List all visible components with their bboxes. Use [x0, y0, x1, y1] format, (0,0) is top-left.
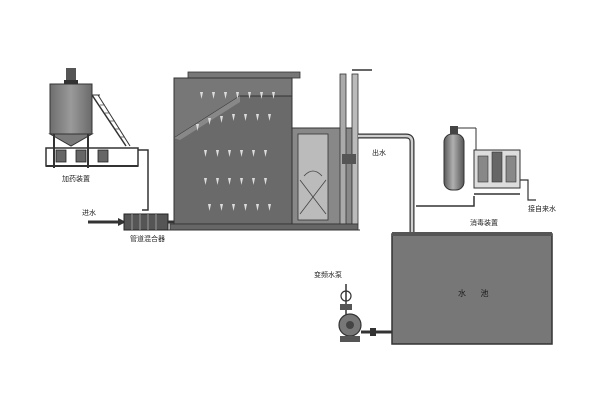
outlet-water-label: 出水 — [372, 149, 386, 157]
pipe-mixer — [88, 213, 178, 231]
dosing-pump-icon — [55, 149, 67, 163]
outlet-pipe — [358, 133, 415, 232]
dosing-device — [45, 68, 149, 211]
mixer-body — [123, 213, 169, 231]
dosing-pump-icon — [75, 149, 87, 163]
clear-water-tank — [391, 233, 553, 345]
dosing-tank — [49, 83, 93, 135]
integrated-treatment-unit — [168, 69, 372, 231]
valve-icon — [340, 290, 352, 302]
pump-label: 变频水泵 — [314, 271, 342, 279]
agitator-motor-icon — [66, 68, 76, 82]
disinfectant-pipe-label: 接自来水 — [528, 205, 556, 213]
disinfection-device — [416, 126, 536, 207]
pipe-mixer-label: 管道混合器 — [130, 235, 165, 243]
dosing-pump-icon — [97, 149, 109, 163]
dosing-device-label: 加药装置 — [62, 175, 90, 183]
water-pump — [338, 284, 392, 342]
inlet-water-label: 进水 — [82, 209, 96, 217]
gas-cylinder-icon — [443, 133, 465, 191]
clear-water-tank-label: 水 池 — [458, 289, 495, 298]
disinfection-device-label: 消毒装置 — [470, 219, 498, 227]
